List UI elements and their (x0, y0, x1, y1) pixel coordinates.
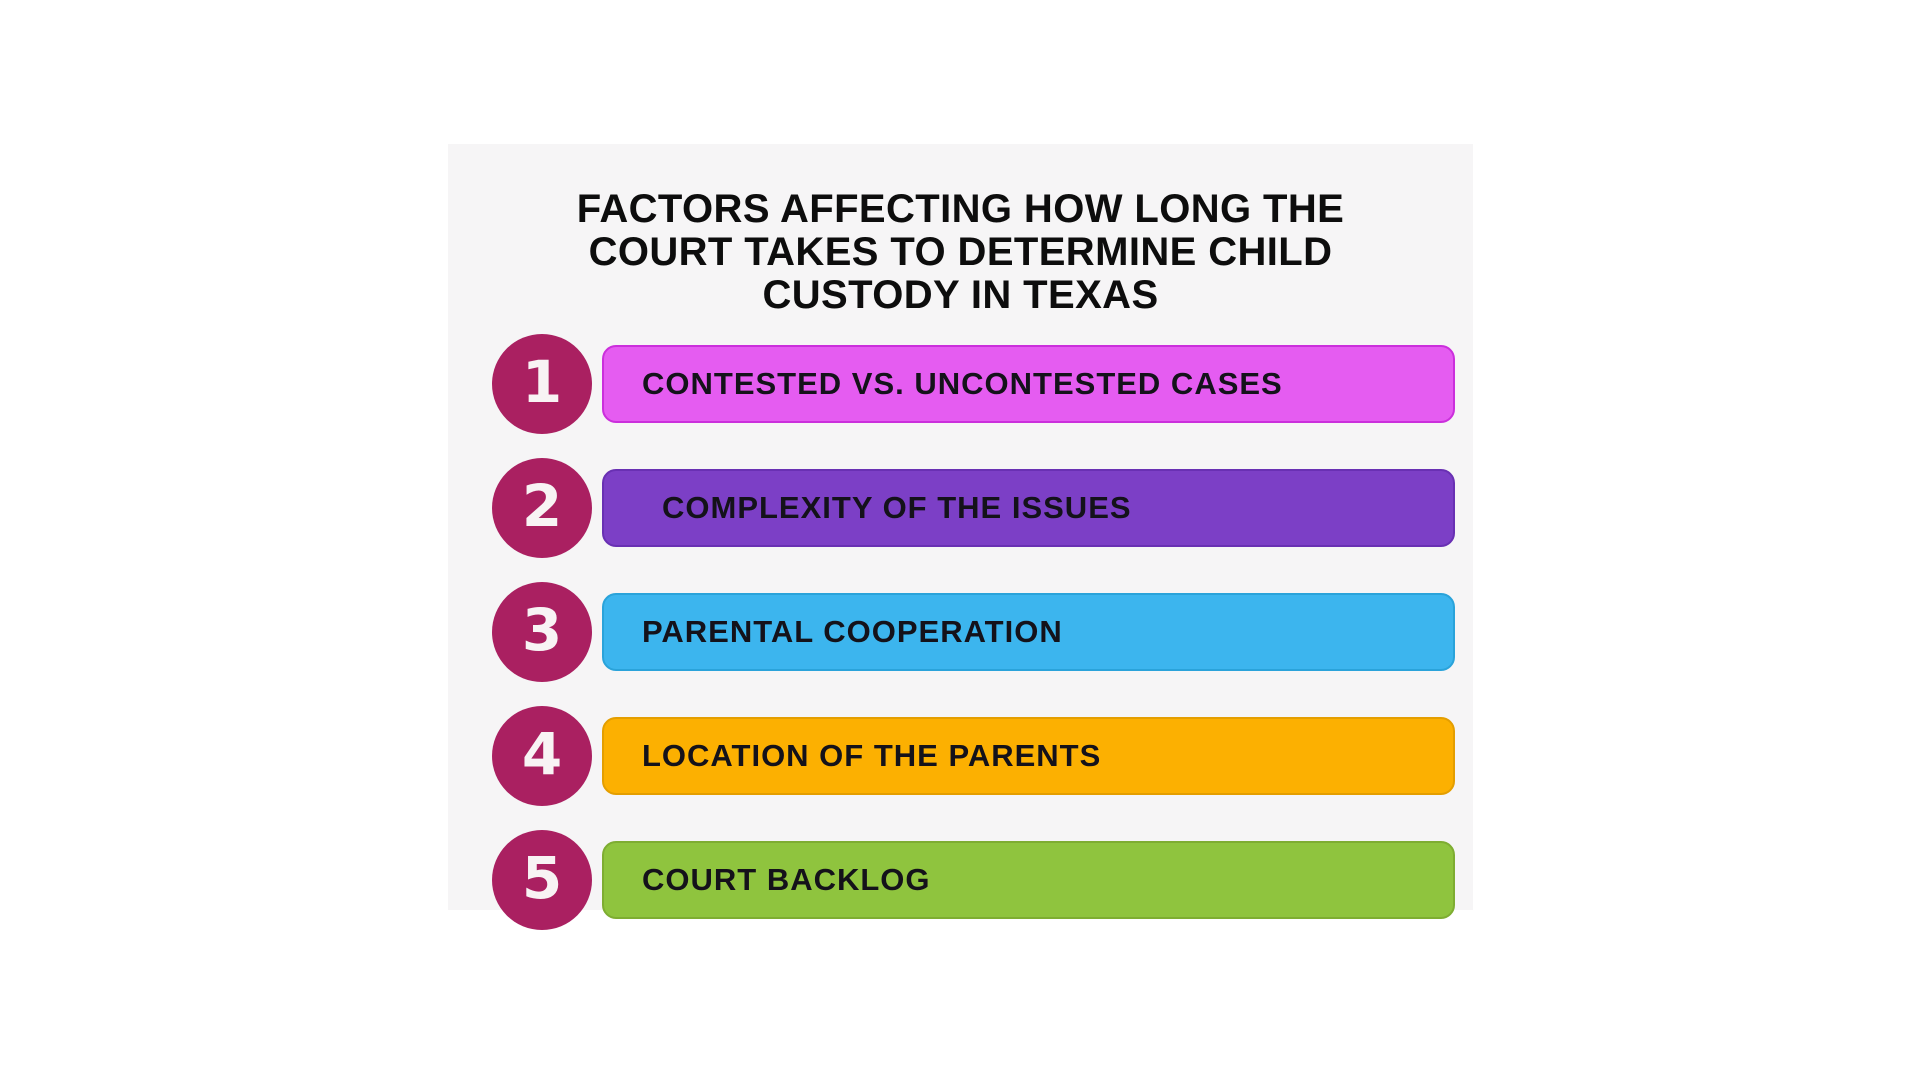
factor-row-4: 4 LOCATION OF THE PARENTS (492, 706, 1455, 806)
factor-3-bar: PARENTAL COOPERATION (602, 593, 1455, 671)
factor-1-number: 1 (521, 348, 563, 416)
factor-5-number: 5 (521, 844, 563, 912)
factor-4-number-badge: 4 (492, 706, 592, 806)
page-title: FACTORS AFFECTING HOW LONG THE COURT TAK… (576, 187, 1345, 317)
factor-4-bar: LOCATION OF THE PARENTS (602, 717, 1455, 795)
infographic-card: FACTORS AFFECTING HOW LONG THE COURT TAK… (448, 144, 1473, 930)
factor-2-number: 2 (521, 472, 563, 540)
factor-4-number: 4 (521, 720, 563, 788)
factor-1-number-badge: 1 (492, 334, 592, 434)
factor-3-number: 3 (521, 596, 563, 664)
factor-5-label: COURT BACKLOG (642, 862, 931, 897)
factor-3-label: PARENTAL COOPERATION (642, 614, 1063, 649)
factor-5-number-badge: 5 (492, 830, 592, 930)
factor-2-bar: COMPLEXITY OF THE ISSUES (602, 469, 1455, 547)
factor-1-bar: CONTESTED VS. UNCONTESTED CASES (602, 345, 1455, 423)
factor-row-3: 3 PARENTAL COOPERATION (492, 582, 1455, 682)
factor-2-label: COMPLEXITY OF THE ISSUES (662, 490, 1132, 525)
factor-row-2: 2 COMPLEXITY OF THE ISSUES (492, 458, 1455, 558)
factor-3-number-badge: 3 (492, 582, 592, 682)
factor-2-number-badge: 2 (492, 458, 592, 558)
factor-1-label: CONTESTED VS. UNCONTESTED CASES (642, 366, 1283, 401)
factor-5-bar: COURT BACKLOG (602, 841, 1455, 919)
factor-4-label: LOCATION OF THE PARENTS (642, 738, 1102, 773)
factor-list: 1 CONTESTED VS. UNCONTESTED CASES 2 COMP… (492, 334, 1455, 930)
factor-row-1: 1 CONTESTED VS. UNCONTESTED CASES (492, 334, 1455, 434)
factor-row-5: 5 COURT BACKLOG (492, 830, 1455, 930)
